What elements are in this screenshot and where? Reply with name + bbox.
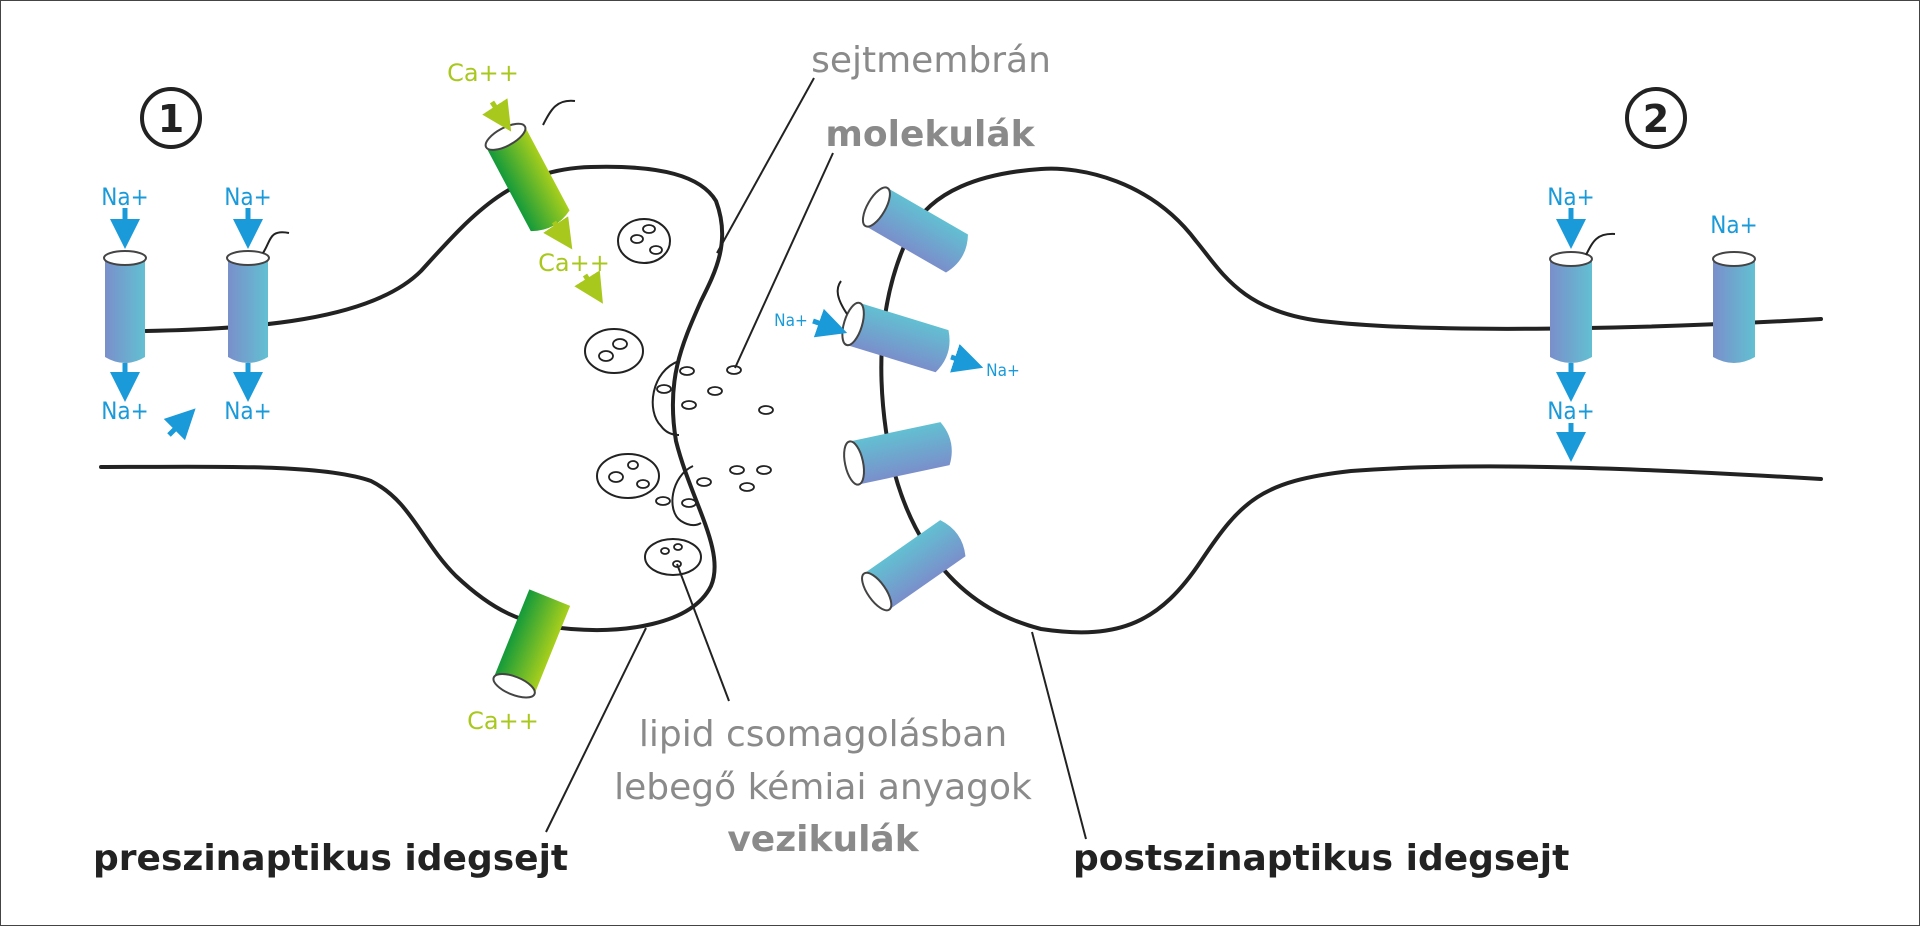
calcium-label: Ca++ <box>447 59 519 87</box>
calcium-channel-bottom <box>492 589 571 699</box>
leader-vesicles <box>676 563 730 702</box>
marker-2-label: 2 <box>1643 97 1669 141</box>
vesicle-description-line1: lipid csomagolásban <box>639 714 1007 755</box>
presynaptic-bouton <box>99 164 725 632</box>
leader-presynaptic <box>545 627 647 833</box>
leader-membrane <box>716 77 815 254</box>
receptor-channel-gated <box>841 301 950 373</box>
membrane-label: sejtmembrán <box>811 40 1051 81</box>
marker-1-label: 1 <box>158 97 184 141</box>
calcium-label: Ca++ <box>538 249 610 277</box>
postsynaptic-bouton <box>879 166 1823 635</box>
sodium-label: Na+ <box>986 361 1020 381</box>
fusing-vesicle <box>651 360 680 436</box>
presynaptic-label: preszinaptikus idegsejt <box>93 838 568 879</box>
fusing-vesicle <box>671 465 702 527</box>
marker-2: 2 <box>1625 87 1687 149</box>
sodium-channel <box>1712 251 1756 363</box>
sodium-label: Na+ <box>774 311 808 331</box>
sodium-channel-gated <box>1549 232 1616 363</box>
sodium-label: Na+ <box>1547 183 1594 211</box>
receptor-channel <box>861 520 966 612</box>
marker-1: 1 <box>140 87 202 149</box>
sodium-label: Na+ <box>1710 211 1757 239</box>
gate-tail <box>836 280 848 315</box>
sodium-label: Na+ <box>101 397 148 425</box>
vesicle <box>584 328 644 374</box>
sodium-label: Na+ <box>224 183 271 211</box>
sodium-label: Na+ <box>101 183 148 211</box>
postsynaptic-label: postszinaptikus idegsejt <box>1073 838 1569 879</box>
calcium-channel-top <box>484 99 576 232</box>
vesicle <box>596 453 660 499</box>
neurotransmitter-molecules <box>655 365 774 508</box>
receptor-channel <box>843 422 952 486</box>
molecules-label: molekulák <box>825 114 1035 155</box>
leader-molecules <box>734 152 834 369</box>
sodium-channel <box>103 250 147 363</box>
sodium-label: Na+ <box>224 397 271 425</box>
vesicles-label: vezikulák <box>727 819 919 860</box>
vesicle <box>617 218 671 264</box>
ion-flow-arrows <box>110 98 1586 462</box>
sodium-channel-gated <box>226 231 290 363</box>
vesicle-description-line2: lebegő kémiai anyagok <box>614 767 1032 808</box>
leader-postsynaptic <box>1031 631 1087 840</box>
calcium-label: Ca++ <box>467 707 539 735</box>
receptor-channel <box>861 186 968 273</box>
vesicle <box>644 538 702 576</box>
sodium-label: Na+ <box>1547 397 1594 425</box>
